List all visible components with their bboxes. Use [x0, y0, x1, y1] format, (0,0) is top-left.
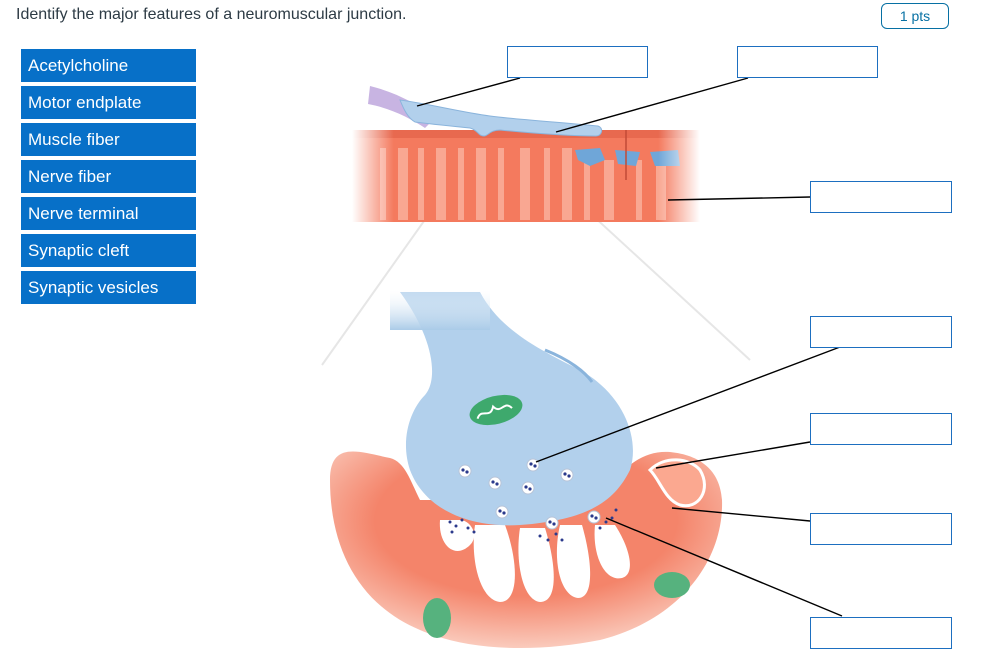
- drop-zone-4[interactable]: [810, 316, 952, 348]
- points-badge: 1 pts: [881, 3, 949, 29]
- option-muscle-fiber[interactable]: Muscle fiber: [21, 123, 196, 156]
- drop-zone-6[interactable]: [810, 513, 952, 545]
- leader-lines: [416, 77, 843, 617]
- drop-zone-7[interactable]: [810, 617, 952, 649]
- option-synaptic-vesicles[interactable]: Synaptic vesicles: [21, 271, 196, 304]
- drop-zone-3[interactable]: [810, 181, 952, 213]
- nerve-terminal-enlarged: [390, 290, 633, 542]
- option-synaptic-cleft[interactable]: Synaptic cleft: [21, 234, 196, 267]
- answer-options: Acetylcholine Motor endplate Muscle fibe…: [21, 49, 196, 308]
- muscle-fiber-enlarged: [330, 451, 723, 649]
- option-acetylcholine[interactable]: Acetylcholine: [21, 49, 196, 82]
- question-text: Identify the major features of a neuromu…: [16, 6, 407, 23]
- drop-zone-2[interactable]: [737, 46, 878, 78]
- drop-zone-1[interactable]: [507, 46, 648, 78]
- muscle-fiber-top: [352, 130, 700, 222]
- drop-zone-5[interactable]: [810, 413, 952, 445]
- option-nerve-terminal[interactable]: Nerve terminal: [21, 197, 196, 230]
- option-motor-endplate[interactable]: Motor endplate: [21, 86, 196, 119]
- nerve-fiber-top: [368, 86, 603, 137]
- option-nerve-fiber[interactable]: Nerve fiber: [21, 160, 196, 193]
